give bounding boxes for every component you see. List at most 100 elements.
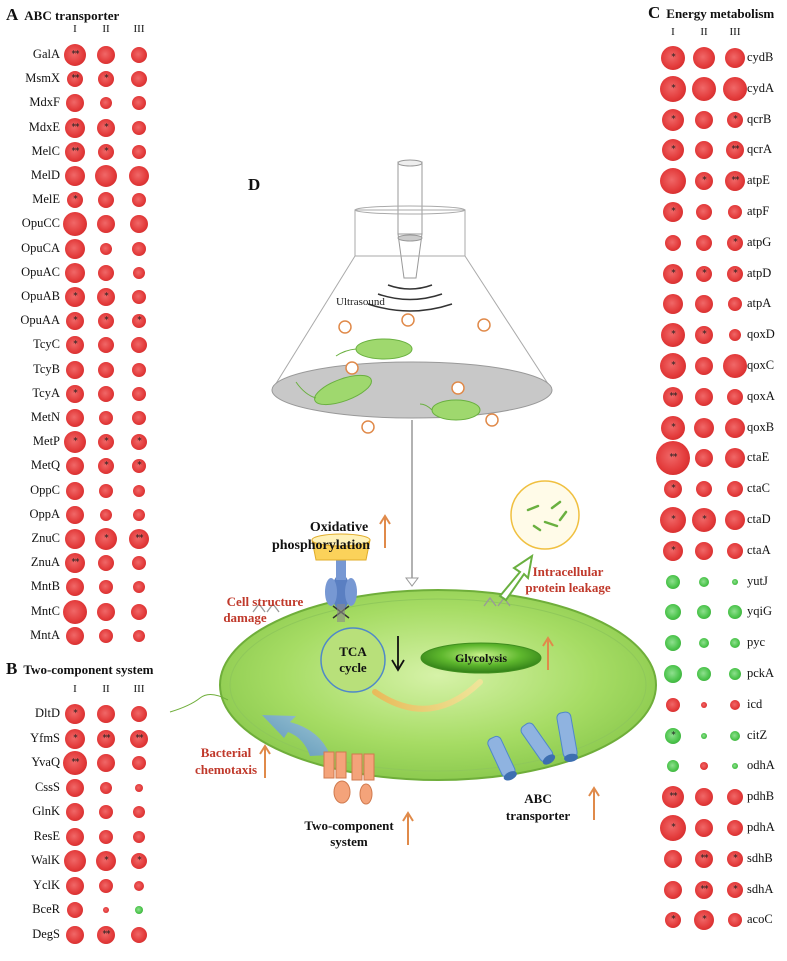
panelC-bubble	[697, 605, 711, 620]
panelC-bubble	[660, 168, 686, 195]
panelC-bubble: *	[663, 540, 683, 561]
panelC-bubble	[695, 387, 713, 406]
panelA-bubble: *	[98, 434, 114, 451]
significance-mark: *	[104, 122, 109, 133]
panelB-bubble	[133, 806, 145, 818]
significance-mark: *	[137, 460, 142, 471]
panelC-row-label: sdhB	[747, 850, 773, 865]
panelA-bubble	[100, 508, 112, 521]
panelC-row-label: ctaE	[747, 450, 770, 465]
panelB-bubble	[131, 706, 147, 722]
panelC-bubble	[693, 47, 715, 69]
panelC-bubble	[700, 762, 708, 771]
significance-mark: **	[731, 175, 740, 186]
panelC-bubble	[696, 234, 712, 251]
panel-b-letter: B	[6, 659, 18, 678]
panelA-bubble	[63, 599, 87, 624]
significance-mark: *	[702, 514, 707, 525]
panelC-bubble	[664, 880, 682, 899]
panelB-bubble	[97, 754, 115, 772]
leakage-line2: protein leakage	[525, 580, 611, 595]
panelC-bubble: *	[662, 139, 684, 162]
significance-mark: *	[104, 291, 109, 302]
panelB-bubble: *	[65, 728, 85, 749]
panelB-row-label: DegS	[32, 926, 60, 941]
panelA-bubble	[66, 481, 84, 500]
panelC-row-label: odhA	[747, 758, 775, 773]
significance-mark: **	[669, 791, 678, 802]
panelC-bubble: *	[665, 727, 681, 744]
panelA-bubble	[132, 386, 146, 401]
significance-mark: **	[731, 144, 740, 155]
panelC-row-label: ctaC	[747, 481, 770, 496]
panelC-bubble	[696, 204, 712, 220]
flask	[271, 205, 553, 419]
significance-mark: **	[135, 533, 144, 544]
panelA-row-label: OpuCC	[21, 216, 60, 231]
panelC-bubble	[729, 329, 741, 342]
tca-label-line2: cycle	[339, 660, 367, 675]
panelA-bubble	[66, 626, 84, 645]
two-component-line1: Two-component	[304, 818, 394, 833]
panelC-bubble: *	[662, 108, 684, 131]
panelC-column-header: I	[671, 26, 675, 38]
panelC-bubble	[727, 789, 743, 806]
panelA-bubble	[133, 484, 145, 497]
panelC-row-label: citZ	[747, 727, 768, 742]
panelA-bubble	[65, 529, 85, 549]
panelA-bubble	[133, 266, 145, 279]
panelA-row-label: OppC	[30, 482, 60, 497]
panelC-bubble	[728, 205, 742, 219]
panelC-bubble	[664, 665, 682, 683]
panelC-bubble: **	[726, 141, 744, 160]
panel-c-letter: C	[648, 3, 661, 22]
panelA-bubble	[132, 193, 146, 208]
panelA-bubble	[132, 411, 146, 425]
panelB-row-label: ResE	[33, 828, 60, 843]
significance-mark: **	[71, 73, 80, 84]
panelC-row-label: atpA	[747, 296, 772, 311]
significance-mark: *	[671, 360, 676, 371]
panelA-row-label: MetN	[30, 410, 60, 424]
panelC-bubble	[666, 574, 680, 589]
panelC-bubble: *	[660, 507, 686, 533]
cell-damage-line2: damage	[223, 610, 267, 625]
significance-mark: *	[671, 52, 676, 63]
panelC-bubble: *	[696, 265, 712, 282]
panelC-bubble	[727, 388, 743, 405]
two-component-protein	[323, 751, 375, 805]
panelC-bubble: *	[663, 202, 683, 222]
panelA-bubble: *	[66, 312, 84, 331]
panelA-bubble	[97, 46, 115, 64]
panelA-bubble	[98, 192, 114, 209]
panelC-bubble: *	[727, 850, 743, 867]
panelA-bubble	[131, 603, 147, 620]
significance-mark: *	[671, 422, 676, 433]
panelC-row-label: yqiG	[747, 604, 772, 619]
panelA-bubble: *	[64, 431, 86, 454]
significance-mark: **	[71, 122, 80, 133]
panelA-row-label: TcyA	[32, 385, 60, 400]
two-component-line2: system	[330, 834, 368, 849]
panel-b-title-text: Two-component system	[23, 662, 154, 677]
panelB-bubble	[66, 803, 84, 821]
panelC-bubble: **	[695, 880, 713, 899]
significance-mark: *	[137, 436, 142, 447]
significance-mark: *	[104, 146, 109, 157]
panelA-bubble	[99, 483, 113, 498]
up-arrows	[259, 514, 600, 845]
abc-transporter-protein	[487, 711, 578, 781]
panelA-bubble: *	[95, 528, 117, 550]
panelC-bubble: *	[727, 234, 743, 251]
panelA-bubble: *	[98, 71, 114, 88]
panel-a-title-text: ABC transporter	[24, 8, 120, 23]
significance-mark: *	[671, 83, 676, 94]
significance-mark: *	[671, 514, 676, 525]
panelB-row-label: YvaQ	[31, 755, 60, 769]
panelB-bubble	[132, 756, 146, 770]
panelA-bubble	[95, 165, 117, 187]
panelC-bubble	[727, 820, 743, 836]
panelA-bubble	[98, 555, 114, 572]
